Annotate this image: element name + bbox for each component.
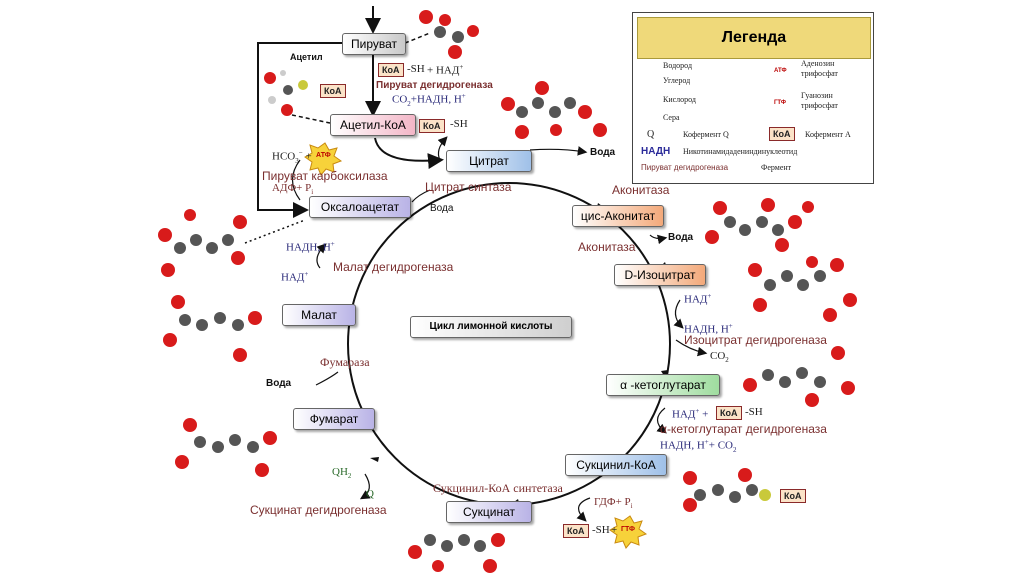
box-succinyl-coa: Сукцинил-КоА xyxy=(565,454,667,476)
water-label: Вода xyxy=(430,203,454,214)
sh-label: -SH xyxy=(407,63,425,75)
nadh-label: НАДН, Н+ xyxy=(286,240,335,254)
molecule-icon xyxy=(683,468,771,512)
legend-atf-symbol: АТФ xyxy=(774,68,787,74)
legend-gtf-full: трифосфат xyxy=(801,101,838,110)
legend-q-symbol: Q xyxy=(647,129,655,140)
enzyme-aconitase-1: Аконитаза xyxy=(612,183,670,197)
legend-koa-symbol: КоА xyxy=(769,127,795,141)
legend-title: Легенда xyxy=(637,17,871,59)
hco3-label: HCO3− + xyxy=(272,149,312,165)
box-fumarate: Фумарат xyxy=(293,408,375,430)
legend-enzyme-example: Пируват дегидрогеназа xyxy=(641,163,729,172)
legend-sulfur: Сера xyxy=(663,113,680,122)
nad-plus-label: НАД+ + xyxy=(672,407,709,421)
co2-nadh-label: CO2+НАДН, Н+ xyxy=(392,92,466,108)
koa-tag: КоА xyxy=(780,489,806,503)
enzyme-fumarase: Фумараза xyxy=(320,355,370,369)
sh-label: -SH xyxy=(745,406,763,418)
gtf-icon xyxy=(609,515,648,549)
molecule-icon xyxy=(175,418,277,477)
molecule-icon xyxy=(408,533,505,573)
box-citrate: Цитрат xyxy=(446,150,532,172)
sh-label: -SH xyxy=(450,118,468,130)
enzyme-malate-dehydrogenase: Малат дегидрогеназа xyxy=(333,260,454,274)
legend-atf-full: трифосфат xyxy=(801,69,838,78)
sh-label: -SH xyxy=(592,524,610,536)
koa-tag: КоА xyxy=(378,63,404,77)
atf-icon xyxy=(304,142,343,176)
box-cis-aconitate: цис-Аконитат xyxy=(572,205,664,227)
acetyl-label: Ацетил xyxy=(290,52,323,62)
koa-tag: КоА xyxy=(419,119,445,133)
nad-plus-label: + НАД+ xyxy=(427,63,464,77)
enzyme-isocitrate-dehydrogenase: Изоцитрат дегидрогеназа xyxy=(684,333,827,347)
enzyme-alpha-kg-dehydrogenase: α-кетоглутарат дегидрогеназа xyxy=(660,422,827,436)
cycle-title: Цикл лимонной кислоты xyxy=(410,316,572,338)
nadh-label: НАДН, Н+ xyxy=(684,322,733,336)
box-malate: Малат xyxy=(282,304,356,326)
molecule-icon xyxy=(419,10,479,59)
nad-label: НАД+ xyxy=(281,270,309,284)
water-label: Вода xyxy=(668,232,694,243)
koa-tag: КоА xyxy=(563,524,589,538)
molecule-icon xyxy=(705,198,814,252)
box-isocitrate: D-Изоцитрат xyxy=(614,264,706,286)
legend-enzyme: Фермент xyxy=(761,163,792,172)
plus-label: + xyxy=(611,524,618,536)
enzyme-aconitase-2: Аконитаза xyxy=(578,240,636,254)
water-label: Вода xyxy=(266,378,292,389)
nad-label: НАД+ xyxy=(684,292,712,306)
enzyme-pyruvate-dehydrogenase: Пируват дегидрогеназа xyxy=(376,80,493,91)
molecule-icon xyxy=(163,295,262,362)
legend-gtf-symbol: ГТФ xyxy=(774,100,786,106)
molecule-icon xyxy=(743,346,855,407)
enzyme-succinate-dehydrogenase: Сукцинат дегидрогеназа xyxy=(250,503,387,517)
legend-nadh-symbol: НАДН xyxy=(641,146,671,157)
qh2-label: QH2 xyxy=(332,466,352,481)
box-alpha-ketoglutarate: α -кетоглутарат xyxy=(606,374,720,396)
koa-tag: КоА xyxy=(320,84,346,98)
water-label: Вода xyxy=(590,147,616,158)
koa-tag: КоА xyxy=(716,406,742,420)
legend-gtf-full: Гуанозин xyxy=(801,91,833,100)
enzyme-citrate-synthase: Цитрат синтаза xyxy=(425,180,512,194)
enzyme-succinyl-coa-synthetase: Сукцинил-КоА синтетаза xyxy=(433,481,563,495)
legend-coenzyme-q: Кофермент Q xyxy=(683,130,729,139)
legend-atf-full: Аденозин xyxy=(801,59,835,68)
molecule-icon xyxy=(748,256,857,322)
molecule-icon xyxy=(501,81,607,139)
enzyme-pyruvate-carboxylase: Пируват карбоксилаза xyxy=(262,169,388,183)
gtf-label: ГТФ xyxy=(621,526,635,533)
box-acetyl-coa: Ацетил-КоА xyxy=(330,114,416,136)
box-oxaloacetate: Оксалоацетат xyxy=(309,196,411,218)
legend-oxygen: Кислород xyxy=(663,95,696,104)
co2-label: CO2 xyxy=(710,350,729,365)
box-pyruvate: Пируват xyxy=(342,33,406,55)
gdf-label: ГДФ+ Pi xyxy=(594,496,633,511)
molecule-icon xyxy=(264,70,308,116)
box-succinate: Сукцинат xyxy=(446,501,532,523)
atf-label: АТФ xyxy=(316,152,331,159)
adf-label: АДФ+ Pi xyxy=(272,182,314,197)
legend-hydrogen: Водород xyxy=(663,61,693,70)
legend-carbon: Углерод xyxy=(663,76,691,85)
molecule-icon xyxy=(158,209,247,277)
nadh-co2-label: НАДН, Н++ CO2 xyxy=(660,438,737,454)
legend-panel: Легенда Водород Углерод Кислород Сера Q … xyxy=(632,12,874,184)
legend-nadh-full: Никотинамидадениндинуклеотид xyxy=(683,147,798,156)
legend-coenzyme-a: Кофермент А xyxy=(805,130,851,139)
q-label: Q xyxy=(366,488,374,500)
